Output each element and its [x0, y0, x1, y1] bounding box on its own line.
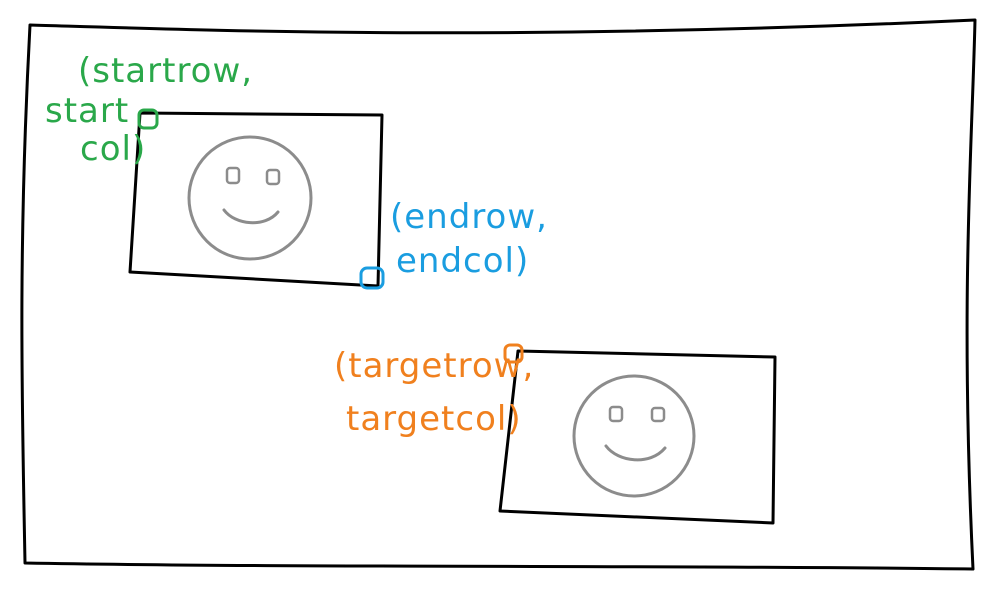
start-corner-marker-icon — [137, 108, 159, 130]
smiley-face-icon — [187, 135, 313, 261]
end-label: (endrow, endcol) — [390, 197, 548, 281]
face-right-eye — [265, 168, 281, 186]
target-region — [498, 349, 777, 525]
target-label-line2: targetcol) — [346, 399, 522, 439]
face-outline — [572, 374, 696, 498]
face-right-eye — [650, 406, 666, 423]
source-rect — [128, 111, 384, 288]
start-label-line1: (startrow, — [78, 51, 253, 91]
smiley-face-icon — [572, 374, 696, 498]
start-label-line2: start — [45, 91, 129, 131]
target-rect — [498, 349, 777, 525]
end-label-line1: (endrow, — [390, 197, 548, 237]
end-corner-marker-icon — [359, 266, 385, 290]
end-label-line2: endcol) — [396, 241, 529, 281]
outer-frame — [20, 18, 977, 571]
face-mouth — [604, 444, 667, 462]
target-corner-marker-icon — [503, 343, 524, 364]
face-outline — [187, 135, 313, 261]
start-label: (startrow, start col) — [45, 51, 253, 169]
start-label-line3: col) — [80, 129, 146, 169]
face-mouth — [222, 208, 280, 225]
target-label: (targetrow, targetcol) — [334, 346, 534, 439]
source-region — [128, 111, 384, 288]
face-left-eye — [608, 405, 624, 423]
face-left-eye — [225, 166, 241, 185]
target-label-line1: (targetrow, — [334, 346, 534, 386]
